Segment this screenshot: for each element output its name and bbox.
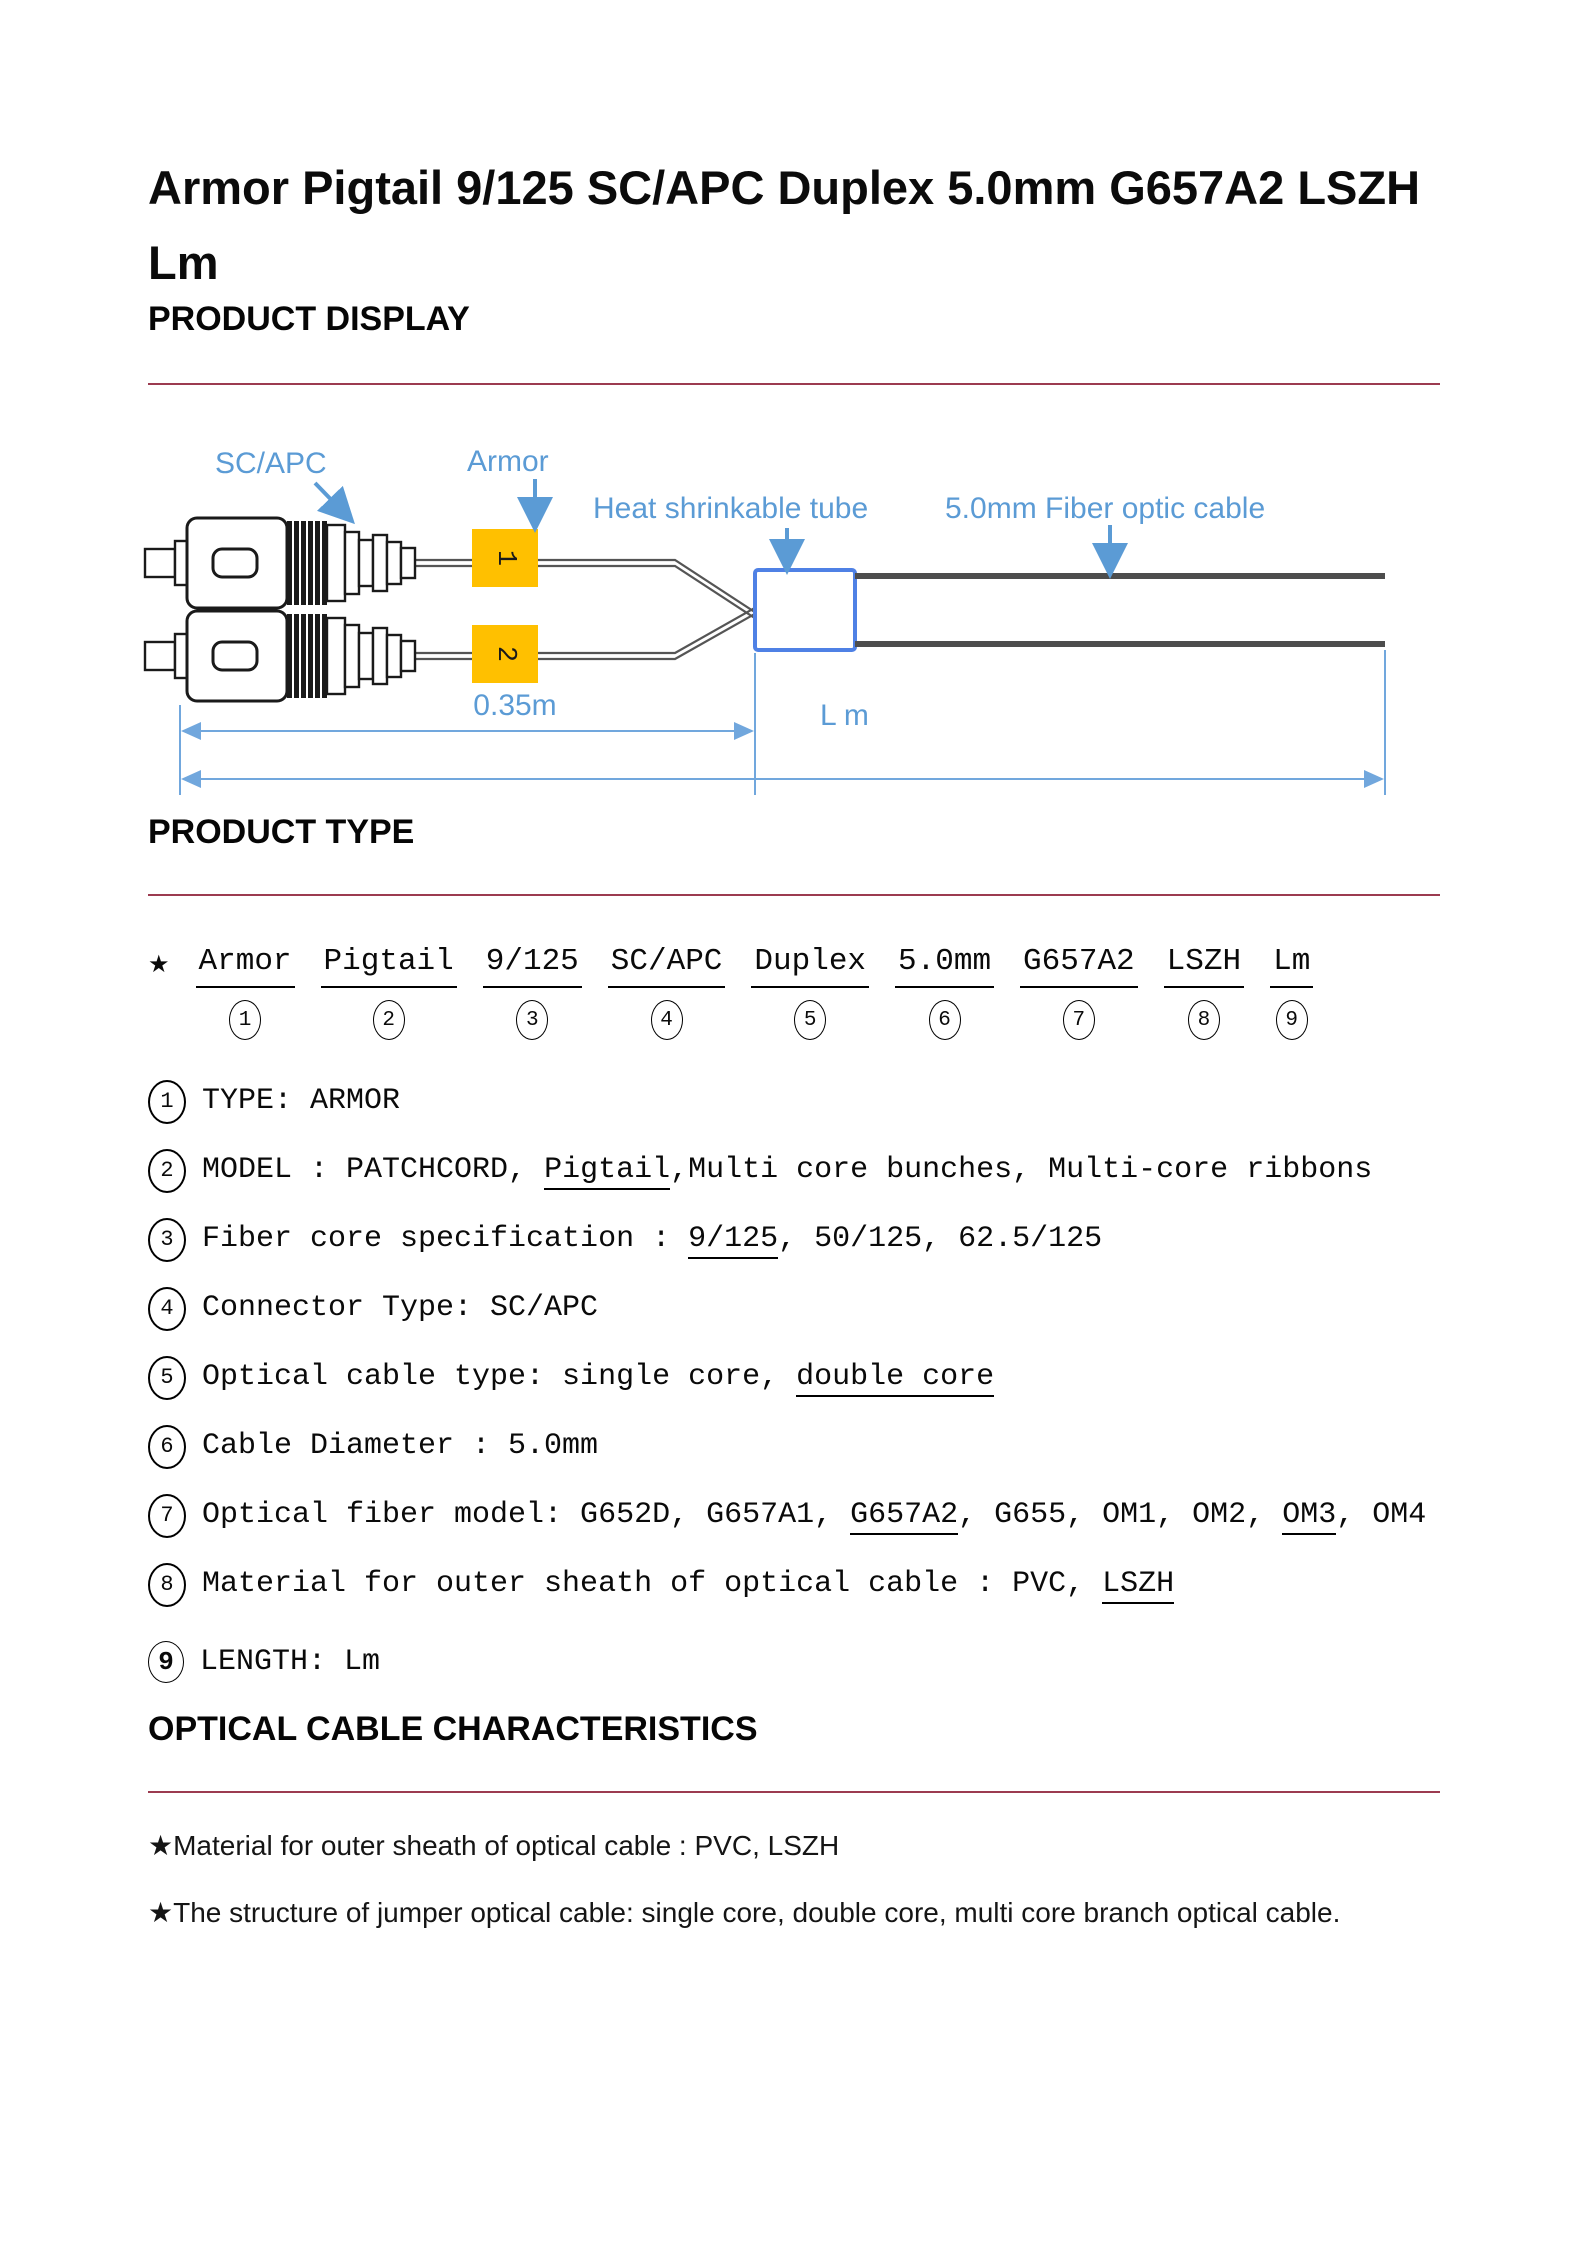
list-item-text: TYPE: ARMOR [202,1084,401,1119]
circled-number: 4 [148,1287,186,1332]
circled-number: 5 [794,1000,827,1041]
list-item-text: Fiber core specification : 9/125, 50/125… [202,1220,1102,1260]
sc-apc-connector-2 [143,609,417,703]
list-item: 9 LENGTH: Lm [148,1641,1587,1684]
list-item: 8 Material for outer sheath of optical c… [148,1563,1587,1608]
circled-number: 2 [148,1149,186,1194]
dimension-label-035m: 0.35m [473,689,556,722]
section-heading-product-type: PRODUCT TYPE [148,813,415,852]
list-item-text: Optical fiber model: G652D, G657A1, G657… [202,1496,1426,1536]
dimension-label-lm: L m [820,699,869,732]
product-type-list: 1 TYPE: ARMOR 2 MODEL : PATCHCORD, Pigta… [148,1080,1587,1684]
list-item: 7 Optical fiber model: G652D, G657A1, G6… [148,1494,1587,1539]
list-item-text: LENGTH: Lm [200,1645,381,1680]
list-item-text: Cable Diameter : 5.0mm [202,1429,599,1464]
tag-1-number: 1 [490,550,520,566]
sc-apc-connector-1 [143,516,417,610]
divider-rule [148,383,1440,386]
circled-number: 7 [1062,1000,1095,1041]
list-item-text: Material for outer sheath of optical cab… [202,1565,1175,1605]
divider-rule [148,1791,1440,1794]
circled-number: 9 [1275,1000,1308,1041]
fiber-leads [415,559,768,661]
label-sc-apc: SC/APC [215,447,327,480]
product-diagram: 1 2 SC/APC Armor Heat shrinkable tube 5.… [115,413,1587,813]
section-heading-product-display: PRODUCT DISPLAY [148,300,470,339]
circled-number-bold: 9 [148,1641,184,1684]
circled-number: 2 [372,1000,405,1041]
page-title: Armor Pigtail 9/125 SC/APC Duplex 5.0mm … [148,161,1421,290]
tag-2-number: 2 [490,646,520,662]
characteristic-line: ★Material for outer sheath of optical ca… [148,1830,840,1862]
list-item-text: Optical cable type: single core, double … [202,1358,995,1398]
circled-number: 4 [650,1000,683,1041]
label-armor: Armor [467,445,549,478]
circled-number: 6 [928,1000,961,1041]
list-item: 4 Connector Type: SC/APC [148,1287,1587,1332]
list-item: 6 Cable Diameter : 5.0mm [148,1425,1587,1470]
cable-diagram-svg: 1 2 SC/APC Armor Heat shrinkable tube 5.… [143,445,1386,796]
arrow-sc-apc [313,481,355,525]
list-item-text: MODEL : PATCHCORD, Pigtail,Multi core bu… [202,1151,1372,1191]
circled-number: 1 [148,1080,186,1125]
fiber-optic-cable [855,573,1385,648]
circled-number: 8 [148,1563,186,1608]
list-item-text: Connector Type: SC/APC [202,1291,599,1326]
tag-1: 1 [472,529,538,588]
circled-number: 1 [229,1000,262,1041]
circled-number: 6 [148,1425,186,1470]
label-heat-shrinkable-tube: Heat shrinkable tube [593,492,868,525]
heat-shrink-tube [753,568,857,653]
list-item: 3 Fiber core specification : 9/125, 50/1… [148,1218,1587,1263]
circled-number: 3 [148,1218,186,1263]
divider-rule [148,894,1440,897]
circled-number: 5 [148,1356,186,1401]
characteristic-line: ★The structure of jumper optical cable: … [148,1897,1341,1929]
circled-number: 8 [1187,1000,1220,1041]
list-item: 2 MODEL : PATCHCORD, Pigtail,Multi core … [148,1149,1587,1194]
label-fiber-optic-cable: 5.0mm Fiber optic cable [945,492,1265,525]
circled-number: 3 [516,1000,549,1041]
star-icon: ★ [148,951,170,979]
document-page: Armor Pigtail 9/125 SC/APC Duplex 5.0mm … [115,161,1587,1929]
list-item: 1 TYPE: ARMOR [148,1080,1587,1125]
circled-number: 7 [148,1494,186,1539]
section-heading-optical-cable-characteristics: OPTICAL CABLE CHARACTERISTICS [148,1710,758,1749]
list-item: 5 Optical cable type: single core, doubl… [148,1356,1587,1401]
tag-2: 2 [472,625,538,684]
